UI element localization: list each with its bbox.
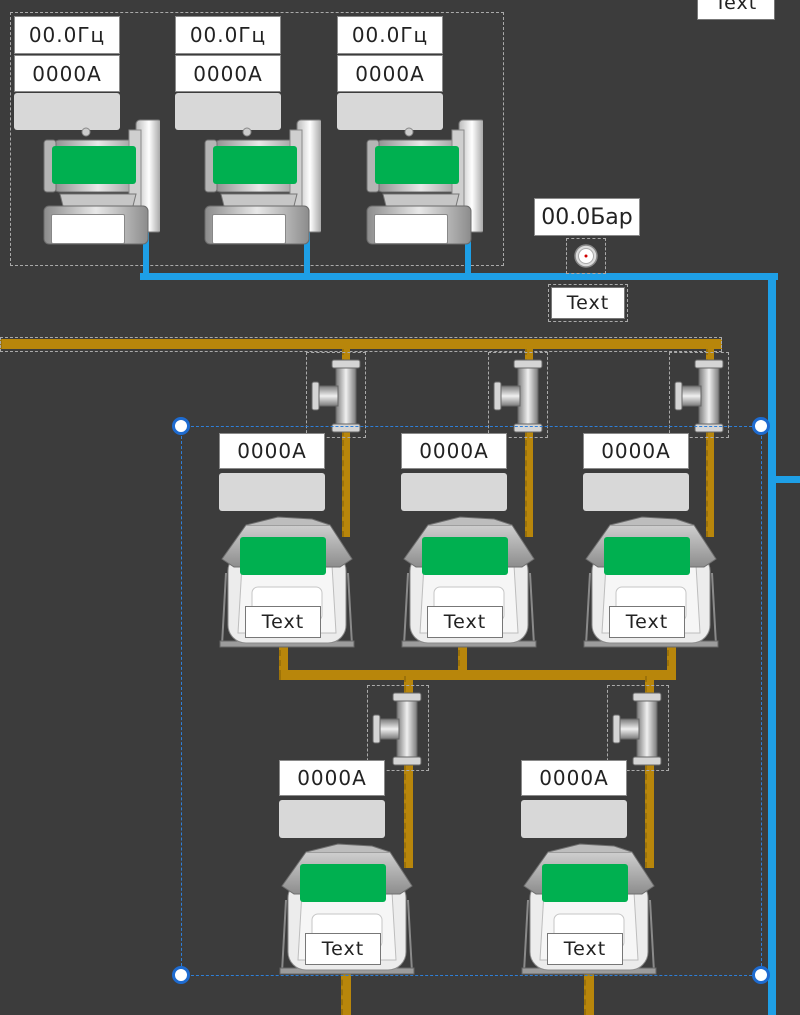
water-pipe-drop-2 [304, 222, 310, 280]
burner-row2-2-run-indicator [542, 864, 628, 902]
pump-2-frequency: 00.0Гц [175, 16, 281, 54]
burner-row1-1-status-bar [219, 473, 325, 511]
top-right-text-label[interactable]: Text [697, 0, 775, 20]
valve-4-frame [367, 685, 429, 771]
gas-drop-3 [706, 349, 714, 537]
selection-frame [181, 426, 762, 976]
burner-row1-3-status-bar [583, 473, 689, 511]
water-pipe-riser [768, 273, 776, 1015]
burner-row1-2-status-bar [401, 473, 507, 511]
burner-row2-2-status-bar [521, 800, 627, 838]
selection-handle-bottom-left[interactable] [172, 966, 190, 984]
burner-row1-2-label[interactable]: Text [427, 606, 503, 638]
gas-drop-4 [404, 676, 413, 868]
valve-5-frame [607, 685, 669, 771]
water-pipe-branch-right [768, 476, 800, 483]
burner-row1-2-current: 0000A [401, 433, 507, 469]
gas-manifold-drop-1 [279, 640, 288, 676]
pump-3-display [374, 214, 448, 244]
burner-row2-1-label[interactable]: Text [305, 933, 381, 965]
gas-drop-2 [525, 349, 533, 537]
valve-3-icon[interactable] [671, 356, 727, 436]
valve-1-frame [306, 352, 366, 438]
selection-handle-top-left[interactable] [172, 417, 190, 435]
gas-outlet-1 [341, 960, 351, 1015]
water-pipe-header [140, 273, 778, 280]
pump-1-status-bar [14, 93, 120, 130]
burner-row2-2-current: 0000A [521, 760, 627, 796]
burner-row1-1-label[interactable]: Text [245, 606, 321, 638]
pump-3-current: 0000A [337, 55, 443, 92]
gas-header-frame [0, 337, 722, 352]
gas-manifold-drop-3 [667, 640, 676, 676]
pressure-gauge-frame [566, 238, 606, 274]
valve-4-icon[interactable] [369, 689, 425, 769]
burner-row1-1-current: 0000A [219, 433, 325, 469]
pump-1-frequency: 00.0Гц [14, 16, 120, 54]
pump-3-status-bar [337, 93, 443, 130]
burner-row2-1-current: 0000A [279, 760, 385, 796]
burner-row1-3-run-indicator [604, 537, 690, 575]
pump-3-run-indicator [375, 146, 459, 184]
water-pipe-drop-1 [143, 222, 149, 280]
pump-3-frequency: 00.0Гц [337, 16, 443, 54]
pump-2-display [212, 214, 286, 244]
gas-manifold-drop-2 [458, 640, 467, 676]
pump-group-frame [10, 12, 504, 266]
pressure-label-frame [548, 284, 628, 322]
pressure-value: 00.0Бар [534, 198, 640, 236]
valve-5-icon[interactable] [609, 689, 665, 769]
pump-2-current: 0000A [175, 55, 281, 92]
gas-drop-5 [645, 676, 654, 868]
pump-2-status-bar [175, 93, 281, 130]
burner-row2-2-label[interactable]: Text [547, 933, 623, 965]
valve-2-icon[interactable] [490, 356, 546, 436]
valve-2-frame [488, 352, 548, 438]
burner-row1-2-run-indicator [422, 537, 508, 575]
selection-handle-bottom-right[interactable] [752, 966, 770, 984]
pump-1-current: 0000A [14, 55, 120, 92]
pressure-gauge-icon[interactable] [574, 244, 598, 268]
valve-3-frame [669, 352, 729, 438]
valve-1-icon[interactable] [308, 356, 364, 436]
burner-row1-1-run-indicator [240, 537, 326, 575]
gas-drop-1 [342, 349, 350, 537]
selection-handle-top-right[interactable] [752, 417, 770, 435]
burner-row2-1-run-indicator [300, 864, 386, 902]
pump-1-display [51, 214, 125, 244]
burner-row1-3-label[interactable]: Text [609, 606, 685, 638]
gas-outlet-2 [584, 960, 594, 1015]
burner-row1-3-current: 0000A [583, 433, 689, 469]
pump-1-run-indicator [52, 146, 136, 184]
gas-manifold [279, 670, 676, 680]
gas-header-top [0, 339, 722, 349]
burner-row2-1-status-bar [279, 800, 385, 838]
water-pipe-drop-3 [465, 222, 471, 280]
pump-2-run-indicator [213, 146, 297, 184]
pressure-label[interactable]: Text [551, 287, 625, 319]
